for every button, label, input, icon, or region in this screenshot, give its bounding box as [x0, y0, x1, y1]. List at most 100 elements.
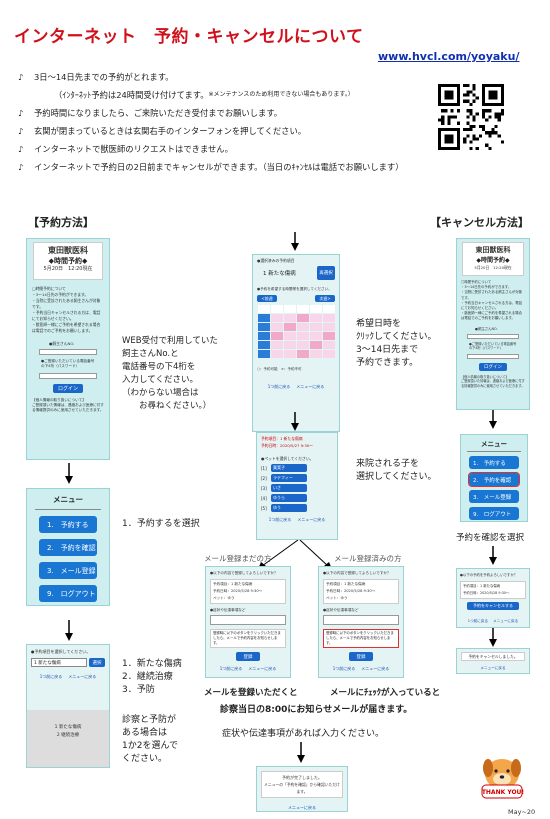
calendar-day-header	[284, 305, 296, 313]
reason-picker[interactable]: 1 新たな傷病 2 継続治療	[27, 710, 109, 767]
symptom-instruction: 症状や伝達事項があれば入力ください。	[222, 729, 385, 739]
menu-book-button[interactable]: 1. 予約する	[469, 456, 519, 469]
confirm-question: ●以下の内容で登録してよろしいですか？	[323, 571, 391, 575]
calendar-slot[interactable]	[310, 314, 322, 322]
calendar-slot[interactable]	[284, 341, 296, 349]
confirm-pet: ペット：ゆう	[326, 596, 348, 600]
menu-link[interactable]: メニューに戻る	[248, 666, 277, 671]
calendar-slot[interactable]	[310, 323, 322, 331]
note-item: ♪インターネットで獣医師のリクエストはできません。	[18, 140, 448, 158]
calendar-slot[interactable]	[297, 341, 309, 349]
password-input[interactable]	[467, 353, 519, 359]
calendar-slot[interactable]	[284, 323, 296, 331]
pet-select-button[interactable]: ラテフィー	[271, 474, 307, 482]
calendar-slot[interactable]	[297, 332, 309, 340]
calendar-slot[interactable]	[284, 314, 296, 322]
login-button[interactable]: ログイン	[53, 384, 83, 393]
reason-select-button[interactable]: 選択	[89, 658, 105, 667]
back-link[interactable]: 1つ前に戻る	[219, 666, 243, 671]
register-button[interactable]: 登録	[236, 652, 260, 661]
cancel-confirm-screenshot: ●以下の予約を予約よろしいですか？ 予約項目：1 新たな傷病 予約日時：2020…	[456, 568, 530, 628]
confirm-unregistered-screenshot: ●以下の内容で登録してよろしいですか？ 予約項目：1 新たな傷病 予約日時：20…	[205, 566, 291, 678]
menu-check-button[interactable]: 2. 予約を確認	[39, 539, 97, 556]
calendar-slot[interactable]	[271, 314, 283, 322]
pet-reason: 予約項目：1 新たな傷病	[261, 436, 303, 441]
menu-link[interactable]: メニューに戻る	[493, 619, 519, 623]
down-arrow-icon	[291, 412, 299, 431]
calendar-day-header	[271, 305, 283, 313]
register-button[interactable]: 登録	[349, 652, 373, 661]
calendar-screen-screenshot: ●選択済みの予約項目 1 新たな傷病 再選択 ●予約を希望する時間帯を選択してく…	[252, 254, 340, 432]
login-button[interactable]: ログイン	[479, 362, 507, 371]
calendar-slot[interactable]	[323, 323, 335, 331]
calendar-slot[interactable]	[297, 350, 309, 358]
pet-select-button[interactable]: ゆうら	[271, 494, 307, 502]
cancel-reason: 予約項目：1 新たな傷病	[463, 584, 501, 588]
owner-no-input[interactable]	[39, 349, 97, 355]
reselect-button[interactable]: 再選択	[317, 266, 335, 280]
mail-left-text: メールを登録いただくと	[204, 688, 298, 698]
pet-list: [1]葉実子[2]ラテフィー[3]いさ[4]ゆうら[5]ゆう	[257, 464, 337, 512]
menu-book-button[interactable]: 1. 予約する	[39, 516, 97, 533]
symptom-input[interactable]	[210, 615, 286, 625]
note-item: ♪玄関が閉まっているときは玄関右手のインターフォンを押してください。	[18, 122, 448, 140]
footer-date: May~20	[508, 808, 536, 816]
mail-register-note: 登録時に以下のボタンをクリックいただきましたら、メールで予約内容をお知らせします…	[210, 629, 286, 648]
back-link[interactable]: 1つ前に戻る	[268, 517, 292, 522]
next-week-button[interactable]: 次週>	[315, 295, 335, 302]
calendar-day-header	[297, 305, 309, 313]
calendar-time-cell	[258, 332, 270, 340]
menu-mail-button[interactable]: 3. メール登録	[39, 562, 97, 579]
calendar-slot[interactable]	[323, 332, 335, 340]
privacy-note: 【個人情報の取り扱いについて】 ご登録頂いた情報は、連絡および医療に付する情報提…	[461, 374, 525, 388]
calendar-slot[interactable]	[271, 332, 283, 340]
booking-url-link[interactable]: www.hvcl.com/yoyaku/	[378, 50, 520, 63]
note-text: 予約時間になりましたら、ご来院いただき受付までお願いします。	[34, 108, 283, 118]
back-link[interactable]: 1つ前に戻る	[267, 384, 291, 389]
owner-no-input[interactable]	[467, 333, 519, 339]
calendar-grid[interactable]	[257, 304, 337, 364]
menu-mail-button[interactable]: 3. メール登録	[469, 490, 519, 503]
pet-select-button[interactable]: 葉実子	[271, 464, 307, 472]
calendar-slot[interactable]	[310, 350, 322, 358]
back-link[interactable]: 1つ前に戻る	[467, 619, 489, 623]
calendar-slot[interactable]	[271, 350, 283, 358]
calendar-slot[interactable]	[323, 350, 335, 358]
calendar-slot[interactable]	[284, 350, 296, 358]
calendar-slot[interactable]	[310, 341, 322, 349]
menu-link[interactable]: メニューに戻る	[68, 674, 97, 679]
calendar-slot[interactable]	[323, 341, 335, 349]
back-link[interactable]: 1つ前に戻る	[39, 674, 63, 679]
menu-logout-button[interactable]: 9. ログアウト	[469, 507, 519, 520]
menu-logout-button[interactable]: 9. ログアウト	[39, 585, 97, 602]
menu-link[interactable]: メニューに戻る	[288, 805, 316, 810]
back-link[interactable]: 1つ前に戻る	[332, 666, 356, 671]
reason-select[interactable]: 1 新たな傷病	[31, 658, 87, 667]
pet-select-button[interactable]: ゆう	[271, 504, 307, 512]
menu-check-button[interactable]: 2. 予約を確認	[468, 472, 520, 487]
calendar-slot[interactable]	[310, 332, 322, 340]
note-text: （ｲﾝﾀｰﾈｯﾄ予約は24時間受け付けてます。	[54, 90, 209, 100]
note-item: ♪インターネットで予約日の2日前までキャンセルができます。（当日のｷｬﾝｾﾙは電…	[18, 158, 448, 176]
calendar-day-header	[258, 305, 270, 313]
password-label: ●ご登録いただいている電話番号の下4桁（パスワード）	[469, 341, 517, 351]
calendar-slot[interactable]	[271, 341, 283, 349]
menu-link[interactable]: メニューに戻る	[480, 666, 506, 670]
check-booking-instruction: 予約を確認を選択	[456, 533, 525, 543]
pet-select-button[interactable]: いさ	[271, 484, 307, 492]
down-arrow-icon	[291, 232, 299, 251]
menu-link[interactable]: メニューに戻る	[297, 517, 326, 522]
music-note-icon: ♪	[18, 144, 24, 154]
menu-link[interactable]: メニューに戻る	[296, 384, 325, 389]
calendar-slot[interactable]	[297, 323, 309, 331]
password-input[interactable]	[39, 373, 97, 379]
symptom-input[interactable]	[323, 615, 399, 625]
prev-week-button[interactable]: <前週	[257, 295, 277, 302]
cancel-booking-button[interactable]: 予約をキャンセルする	[467, 602, 519, 610]
menu-link[interactable]: メニューに戻る	[361, 666, 390, 671]
calendar-slot[interactable]	[271, 323, 283, 331]
calendar-slot[interactable]	[323, 314, 335, 322]
calendar-day-header	[323, 305, 335, 313]
calendar-slot[interactable]	[297, 314, 309, 322]
calendar-slot[interactable]	[284, 332, 296, 340]
